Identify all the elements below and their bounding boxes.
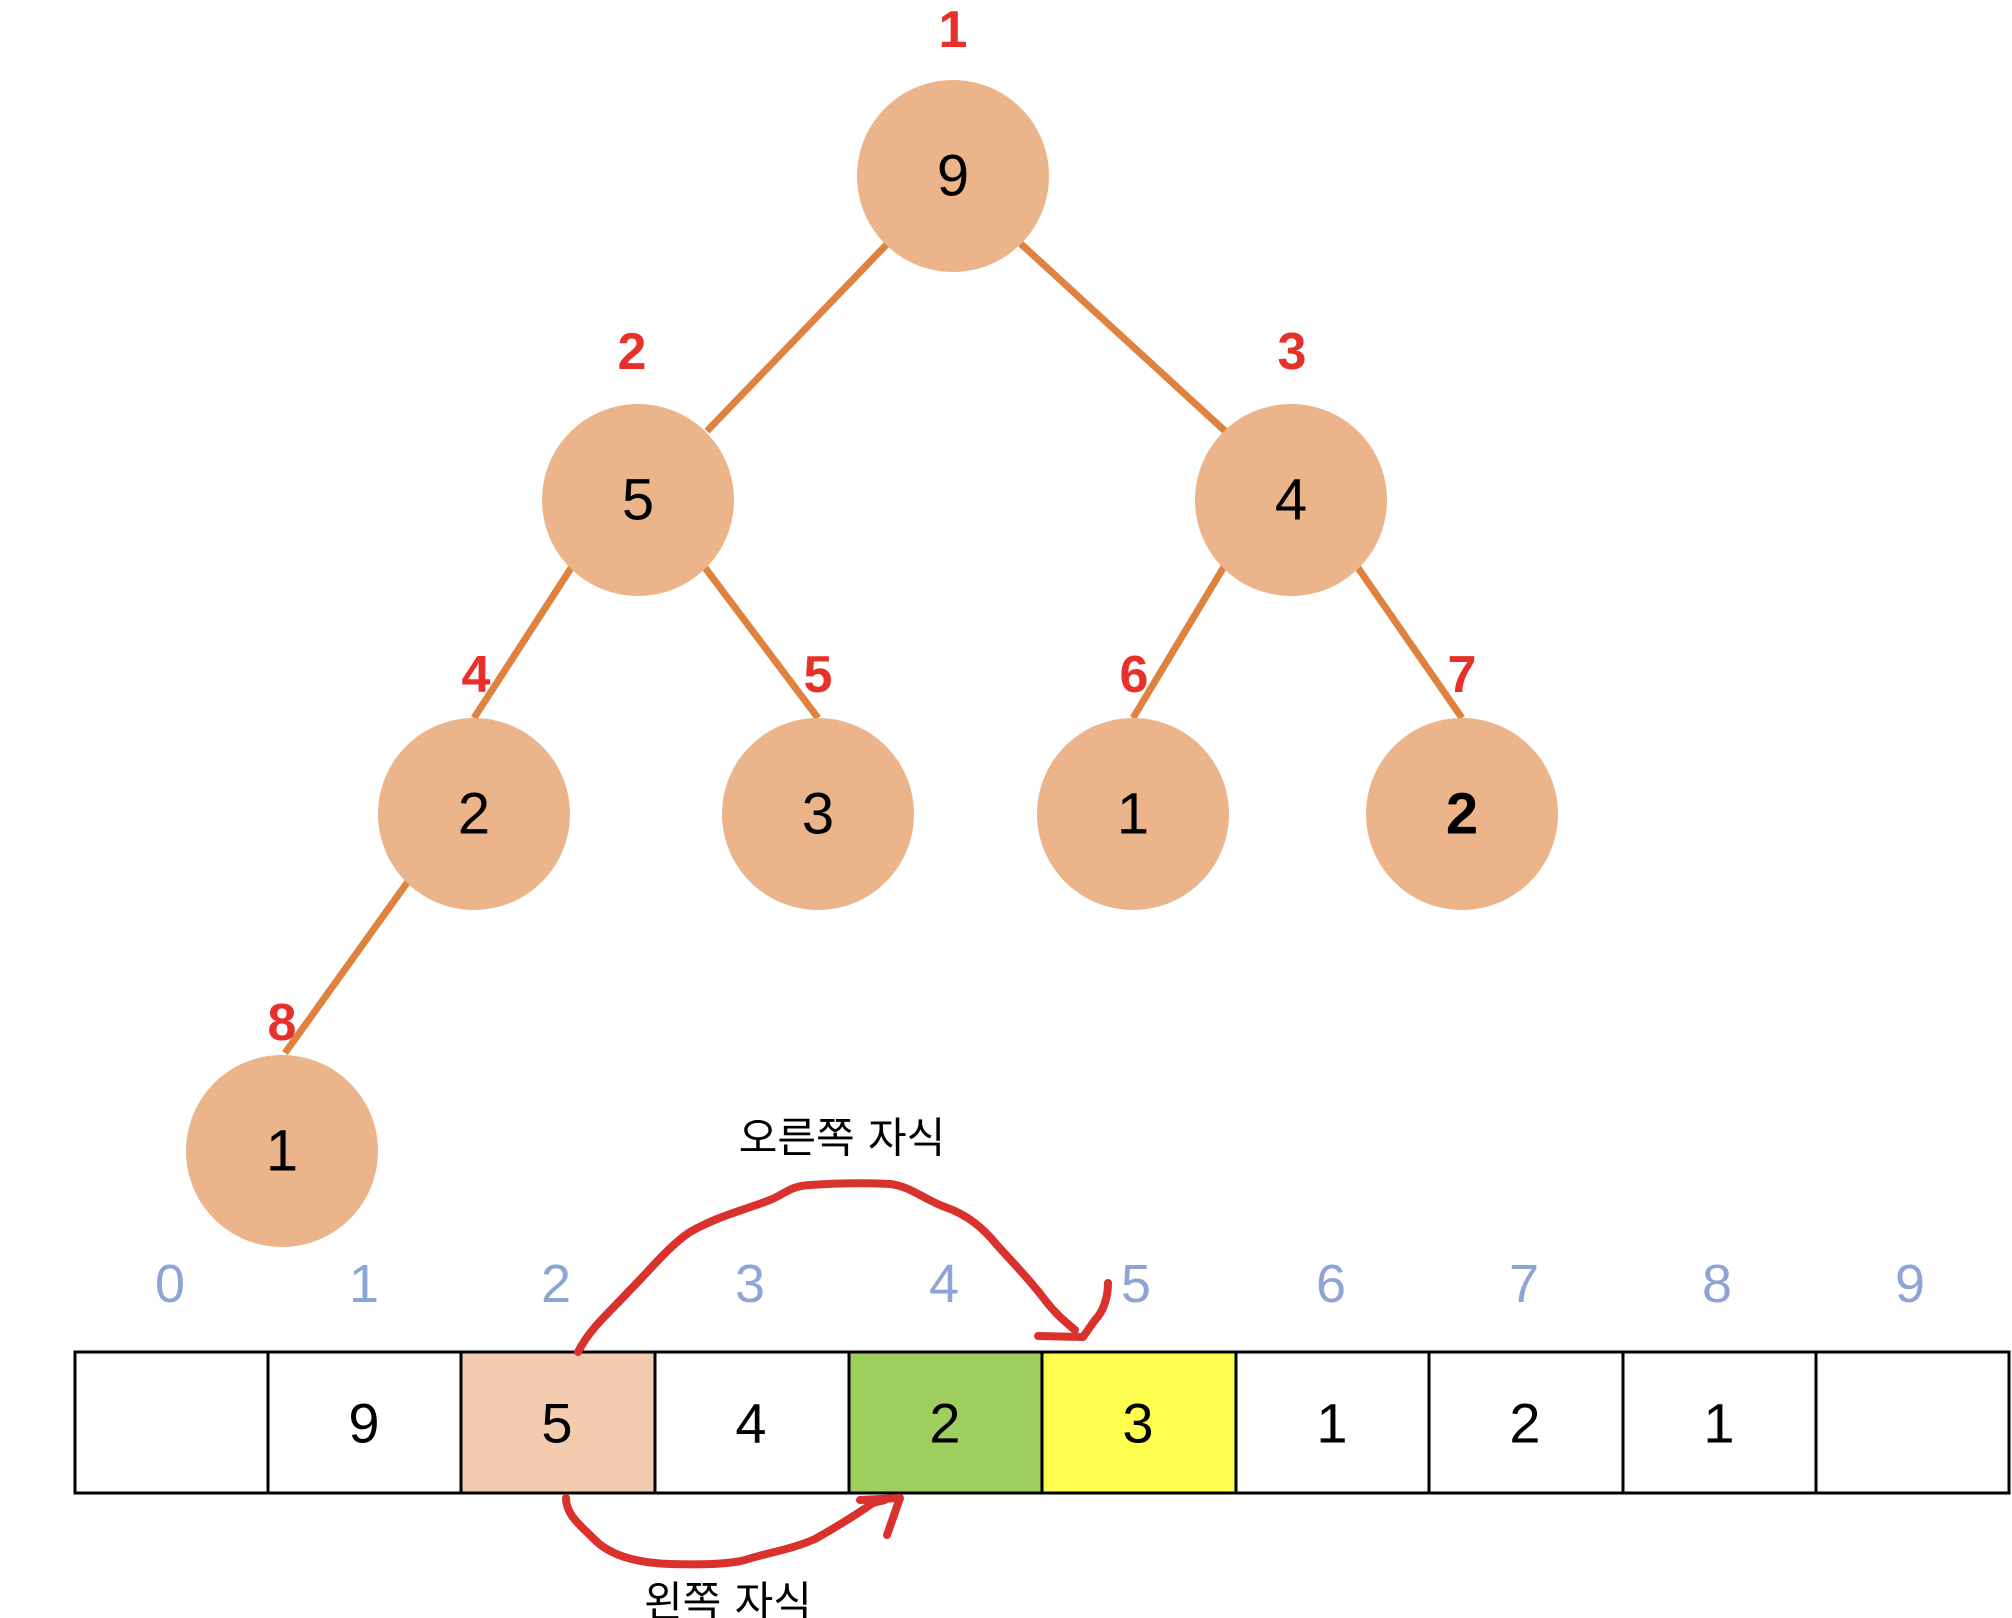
tree-node-5: 3: [722, 718, 914, 910]
left-child-arrowhead: [856, 1494, 904, 1539]
cell-value: 2: [929, 1392, 960, 1455]
cell-value: 1: [1703, 1392, 1734, 1455]
right-child-label: 오른쪽 자식: [739, 1114, 946, 1163]
array-cell-5: 3: [1040, 1350, 1238, 1495]
edge-2-4: [471, 563, 576, 720]
edge-1-2: [704, 240, 891, 434]
array-index-4: 4: [929, 1254, 959, 1314]
node-value: 3: [802, 782, 834, 847]
cell-value: 4: [735, 1392, 766, 1455]
heap-index-7: 7: [1448, 646, 1477, 704]
right-child-arrowhead: [1034, 1279, 1112, 1341]
array-index-labels: 0 1 2 3 4 5 6 7 8 9: [155, 1254, 1925, 1314]
heap-index-3: 3: [1278, 323, 1307, 381]
array-index-7: 7: [1509, 1254, 1539, 1314]
tree-node-4: 2: [378, 718, 570, 910]
node-value: 5: [622, 468, 654, 533]
array-index-5: 5: [1121, 1254, 1151, 1314]
cell-value: 2: [1509, 1392, 1540, 1455]
tree-node-6: 1: [1037, 718, 1229, 910]
cell-value: 3: [1122, 1392, 1153, 1455]
array-index-9: 9: [1895, 1254, 1925, 1314]
array-cell-3: 4: [653, 1350, 851, 1495]
edge-1-3: [1017, 240, 1228, 434]
cell-value: 9: [348, 1392, 379, 1455]
tree-node-1: 9: [857, 80, 1049, 272]
node-value: 1: [266, 1119, 298, 1184]
left-child-label: 왼쪽 자식: [644, 1578, 812, 1618]
child-arrows: [562, 1179, 1112, 1569]
edge-3-7: [1353, 563, 1465, 720]
tree-node-2: 5: [542, 404, 734, 596]
node-value: 2: [458, 782, 490, 847]
heap-index-4: 4: [462, 646, 491, 704]
array-cell-7: 2: [1427, 1350, 1625, 1495]
tree-node-3: 4: [1195, 404, 1387, 596]
heap-index-6: 6: [1120, 646, 1149, 704]
array-cell-2: 5: [459, 1350, 657, 1495]
edge-2-5: [700, 562, 821, 721]
array-index-1: 1: [349, 1254, 379, 1314]
tree-node-7: 2: [1366, 718, 1558, 910]
node-value: 9: [937, 144, 969, 209]
node-value: 1: [1117, 782, 1149, 847]
array-cell-0: [73, 1350, 270, 1495]
heap-array: 9 5 4 2 3 1 2 1: [73, 1350, 2011, 1495]
array-index-3: 3: [735, 1254, 765, 1314]
array-cell-4: 2: [847, 1350, 1044, 1495]
tree-nodes: 9 5 4 2 3 1 2 1: [186, 80, 1558, 1247]
edge-4-8: [282, 877, 412, 1056]
tree-node-8: 1: [186, 1055, 378, 1247]
array-index-8: 8: [1702, 1254, 1732, 1314]
array-index-6: 6: [1316, 1254, 1346, 1314]
node-value: 2: [1446, 782, 1478, 847]
cell-value: 1: [1316, 1392, 1347, 1455]
node-value: 4: [1275, 468, 1307, 533]
heap-index-labels: 1 2 3 4 5 6 7 8: [268, 1, 1477, 1052]
left-child-arrow: [562, 1494, 889, 1569]
tree-edges: [282, 240, 1465, 1056]
array-cell-8: 1: [1621, 1350, 1818, 1495]
heap-index-8: 8: [268, 994, 297, 1052]
array-cell-9: [1814, 1350, 2011, 1495]
heap-index-1: 1: [939, 1, 968, 59]
array-index-2: 2: [541, 1254, 571, 1314]
heap-index-5: 5: [804, 646, 833, 704]
heap-index-2: 2: [618, 323, 647, 381]
cell-value: 5: [541, 1392, 572, 1455]
right-child-arrow: [574, 1179, 1079, 1356]
array-cell-6: 1: [1234, 1350, 1431, 1495]
array-index-0: 0: [155, 1254, 185, 1314]
edge-3-6: [1130, 563, 1228, 720]
array-cell-1: 9: [266, 1350, 463, 1495]
